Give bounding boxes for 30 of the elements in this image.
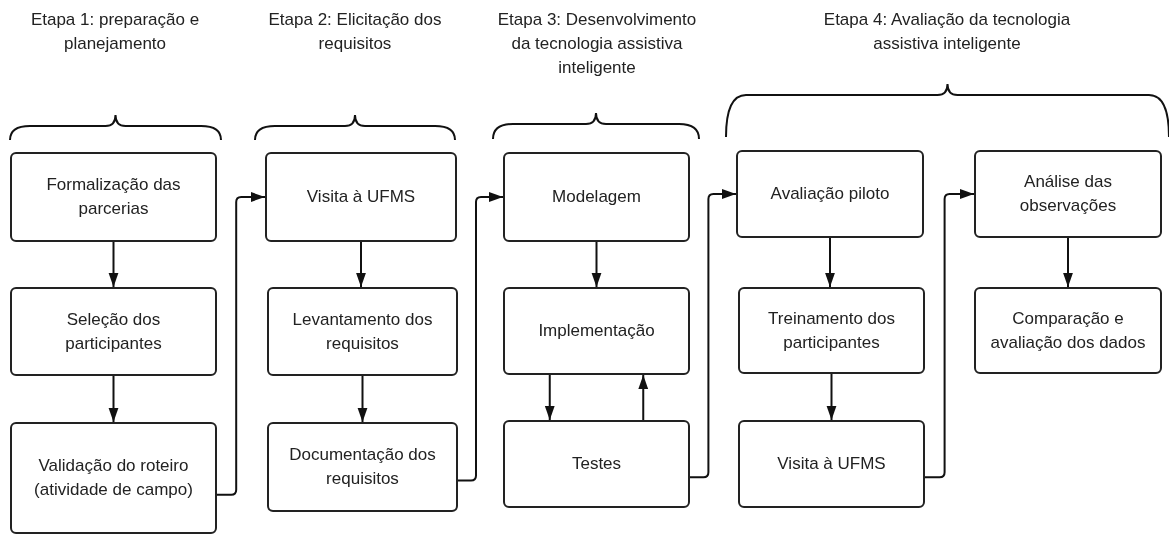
process-box: Treinamento dos participantes (738, 287, 925, 374)
stage-heading: Etapa 4: Avaliação da tecnologia assistiva inteligente (822, 9, 1072, 55)
arrow (108, 375, 119, 423)
process-box: Análise das observações (974, 150, 1162, 238)
stage-heading: Etapa 3: Desenvolvimento da tecnologia assistiva inteligente (496, 9, 698, 79)
process-box: Visita à UFMS (265, 152, 457, 242)
process-box: Implementação (503, 287, 690, 375)
arrow (689, 189, 737, 479)
process-box: Levantamento dos requisitos (267, 287, 458, 376)
arrow (108, 241, 119, 288)
arrow (825, 237, 835, 288)
arrow (591, 241, 602, 288)
arrow (638, 374, 649, 421)
arrow (357, 375, 368, 423)
process-box: Formalização das parcerias (10, 152, 217, 242)
stage-heading: Etapa 2: Elicitação dos requisitos (267, 9, 443, 55)
process-box: Validação do roteiro (atividade de campo) (10, 422, 217, 534)
process-box: Documentação dos requisitos (267, 422, 458, 512)
process-box: Seleção dos participantes (10, 287, 217, 376)
arrow (1063, 237, 1073, 288)
process-box: Visita à UFMS (738, 420, 925, 508)
arrow (924, 189, 975, 479)
process-box: Modelagem (503, 152, 690, 242)
process-box: Testes (503, 420, 690, 508)
arrow (826, 373, 837, 421)
stage-heading: Etapa 1: preparação e planejamento (29, 9, 201, 55)
process-box: Comparação e avaliação dos dados (974, 287, 1162, 374)
process-box: Avaliação piloto (736, 150, 924, 238)
arrow (356, 241, 366, 288)
arrow (544, 374, 555, 421)
